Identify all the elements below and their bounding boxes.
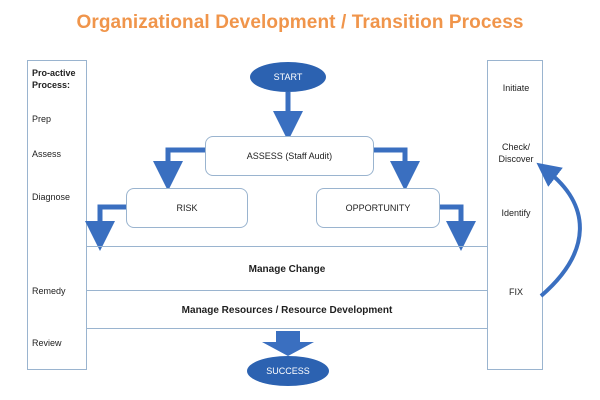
manage-change-band: Manage Change (248, 264, 326, 275)
left-item-diagnose: Diagnose (32, 192, 71, 202)
diagram-title: Organizational Development / Transition … (76, 12, 524, 33)
arrow-risk-to-manage-change (85, 204, 126, 251)
success-node: SUCCESS (247, 356, 329, 386)
arrow-fix-to-check (536, 162, 582, 298)
right-item-fix: FIX (508, 287, 523, 297)
arrow-to-success (262, 331, 314, 356)
opportunity-node: OPPORTUNITY (316, 188, 440, 228)
right-item-check-discover: Check/ Discover (498, 142, 534, 164)
band-top-line (87, 246, 487, 247)
band-middle-line (87, 290, 487, 291)
right-process-panel: Initiate Check/ Discover Identify FIX (487, 60, 543, 370)
start-node: START (250, 62, 326, 92)
left-item-review: Review (32, 338, 62, 348)
risk-node: RISK (126, 188, 248, 228)
arrow-assess-to-risk (153, 147, 205, 191)
right-item-identify: Identify (501, 208, 531, 218)
left-process-panel: Pro-active Process: Prep Assess Diagnose… (27, 60, 87, 370)
band-bottom-line (87, 328, 487, 329)
arrow-assess-to-opportunity (374, 147, 420, 191)
assess-node: ASSESS (Staff Audit) (205, 136, 374, 176)
left-item-prep: Prep (32, 114, 52, 124)
arrow-opportunity-to-manage-change (440, 204, 476, 251)
left-item-remedy: Remedy (32, 286, 66, 296)
left-item-assess: Assess (32, 149, 62, 159)
left-panel-heading: Pro-active Process: (32, 68, 76, 90)
right-item-initiate: Initiate (502, 83, 530, 93)
manage-resources-band: Manage Resources / Resource Development (181, 305, 393, 316)
